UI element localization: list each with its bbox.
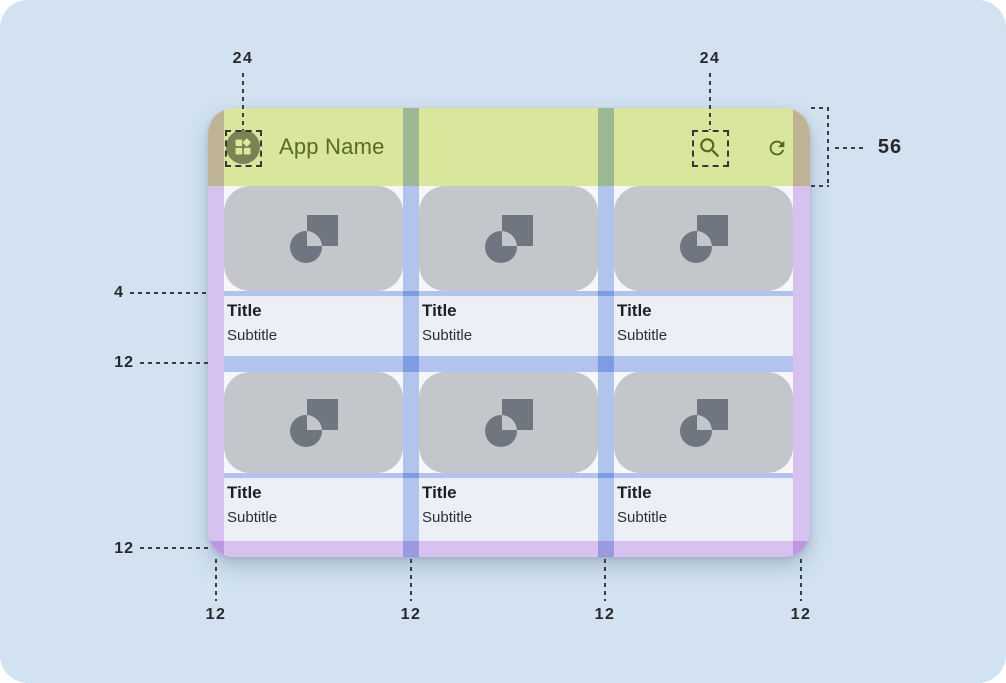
measure-line	[800, 559, 802, 601]
measure-label-icon-size-left: 24	[232, 50, 254, 67]
card-title: Title	[617, 301, 652, 320]
measure-line	[130, 292, 208, 294]
measure-label-column-marker: 12	[205, 606, 227, 623]
image-text-gap-overlay	[224, 473, 793, 478]
card-image[interactable]	[224, 186, 403, 291]
app-name-title: App Name	[279, 134, 385, 159]
measure-line	[410, 559, 412, 601]
measure-label-appbar-height: 56	[877, 136, 903, 158]
measure-tick	[811, 185, 829, 187]
measure-label-image-text-gap: 4	[114, 284, 124, 301]
card-image[interactable]	[614, 186, 793, 291]
card-subtitle: Subtitle	[617, 327, 668, 344]
search-icon[interactable]	[697, 135, 723, 161]
measure-line	[140, 362, 208, 364]
refresh-icon[interactable]	[766, 137, 788, 159]
card-image[interactable]	[419, 186, 598, 291]
card-title: Title	[227, 483, 262, 502]
right-margin-overlay	[793, 108, 810, 557]
measure-label-bottom-margin: 12	[114, 540, 134, 557]
card-subtitle: Subtitle	[422, 509, 473, 526]
measure-line	[827, 107, 829, 187]
card-title: Title	[422, 301, 457, 320]
card-text-block[interactable]: Title Subtitle	[419, 296, 598, 356]
app-preview: App Name	[208, 108, 810, 557]
measure-tick	[811, 107, 829, 109]
gutter-overlay	[598, 108, 614, 557]
gutter-overlay	[403, 108, 419, 557]
left-margin-overlay	[208, 108, 224, 557]
card-subtitle: Subtitle	[227, 327, 278, 344]
card-image[interactable]	[419, 372, 598, 473]
card-subtitle: Subtitle	[617, 509, 668, 526]
bottom-margin-overlay	[208, 541, 810, 557]
widgets-icon	[235, 138, 251, 155]
card-image[interactable]	[224, 372, 403, 473]
card-title: Title	[227, 301, 262, 320]
measure-label-row-gap: 12	[114, 354, 134, 371]
measure-line	[140, 547, 208, 549]
card-subtitle: Subtitle	[227, 509, 278, 526]
card-subtitle: Subtitle	[422, 327, 473, 344]
measure-label-column-marker: 12	[790, 606, 812, 623]
card-text-block[interactable]: Title Subtitle	[614, 296, 793, 356]
image-placeholder-icon	[484, 214, 533, 263]
image-placeholder-icon	[679, 214, 728, 263]
measure-label-column-marker: 12	[594, 606, 616, 623]
measure-line	[709, 73, 711, 130]
image-placeholder-icon	[679, 398, 728, 447]
measure-line	[835, 147, 865, 149]
card-title: Title	[422, 483, 457, 502]
measure-line	[604, 559, 606, 601]
measure-box-search-icon	[692, 130, 729, 167]
card-text-block[interactable]: Title Subtitle	[224, 296, 403, 356]
measure-line	[242, 73, 244, 130]
measure-box-app-icon	[225, 130, 262, 167]
card-text-block[interactable]: Title Subtitle	[614, 478, 793, 541]
measure-label-icon-size-right: 24	[699, 50, 721, 67]
image-placeholder-icon	[289, 214, 338, 263]
row-gap-overlay	[224, 356, 793, 372]
measure-label-column-marker: 12	[400, 606, 422, 623]
image-placeholder-icon	[484, 398, 533, 447]
image-text-gap-overlay	[224, 291, 793, 296]
image-placeholder-icon	[289, 398, 338, 447]
card-image[interactable]	[614, 372, 793, 473]
card-title: Title	[617, 483, 652, 502]
card-text-block[interactable]: Title Subtitle	[419, 478, 598, 541]
app-icon-button[interactable]	[226, 130, 260, 164]
measure-line	[215, 559, 217, 601]
card-text-block[interactable]: Title Subtitle	[224, 478, 403, 541]
